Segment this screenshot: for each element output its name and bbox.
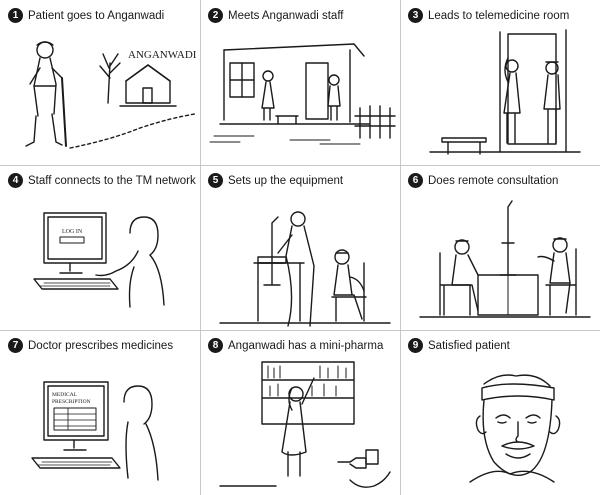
step-3-caption: 3 Leads to telemedicine room: [408, 8, 569, 23]
computer-login-illustration: LOG IN: [33, 212, 165, 308]
step-4-caption: 4 Staff connects to the TM network: [8, 173, 196, 188]
step-6-caption: 6 Does remote consultation: [408, 173, 558, 188]
step-7-caption: 7 Doctor prescribes medicines: [8, 338, 173, 353]
grid-divider: [400, 0, 401, 495]
step-4-number: 4: [8, 173, 23, 188]
grid-divider: [0, 330, 600, 331]
prescription-screen-subtitle: PRESCRIPTION: [52, 399, 91, 405]
smiling-patient-illustration: [469, 374, 561, 483]
doorway-illustration: [429, 29, 581, 155]
step-1-number: 1: [8, 8, 23, 23]
step-7-panel: 7 Doctor prescribes medicines MEDICAL PR…: [0, 330, 200, 495]
step-1-text: Patient goes to Anganwadi: [28, 9, 165, 22]
login-screen-text: LOG IN: [62, 229, 83, 235]
grid-divider: [0, 165, 600, 166]
pharmacy-shelf-illustration: [219, 361, 391, 488]
step-8-text: Anganwadi has a mini-pharma: [228, 339, 384, 352]
step-6-text: Does remote consultation: [428, 174, 559, 187]
step-8-number: 8: [208, 338, 223, 353]
grid-divider: [200, 0, 201, 495]
step-5-number: 5: [208, 173, 223, 188]
step-9-number: 9: [408, 338, 423, 353]
patient-walking-illustration: ANGANWADI: [25, 41, 197, 149]
step-3-number: 3: [408, 8, 423, 23]
step-6-number: 6: [408, 173, 423, 188]
step-5-text: Sets up the equipment: [228, 174, 344, 187]
step-2-text: Meets Anganwadi staff: [228, 9, 344, 22]
anganwadi-building-illustration: [209, 43, 396, 145]
step-1-panel: 1 Patient goes to Anganwadi ANGANWADI: [0, 0, 200, 165]
step-7-text: Doctor prescribes medicines: [28, 339, 174, 352]
step-9-panel: 9 Satisfied patient: [400, 330, 600, 495]
step-4-text: Staff connects to the TM network: [28, 174, 196, 187]
anganwadi-sign: ANGANWADI: [128, 49, 197, 61]
step-1-caption: 1 Patient goes to Anganwadi: [8, 8, 164, 23]
equipment-setup-illustration: [219, 211, 391, 327]
step-3-text: Leads to telemedicine room: [428, 9, 570, 22]
step-6-panel: 6 Does remote consultation: [400, 165, 600, 330]
step-2-number: 2: [208, 8, 223, 23]
step-9-text: Satisfied patient: [428, 339, 510, 352]
step-2-panel: 2 Meets Anganwadi staff: [200, 0, 400, 165]
step-5-panel: 5 Sets up the equipment: [200, 165, 400, 330]
step-9-caption: 9 Satisfied patient: [408, 338, 510, 353]
step-3-panel: 3 Leads to telemedicine room: [400, 0, 600, 165]
prescription-computer-illustration: MEDICAL PRESCRIPTION: [31, 381, 159, 481]
step-4-panel: 4 Staff connects to the TM network LOG I…: [0, 165, 200, 330]
step-8-caption: 8 Anganwadi has a mini-pharma: [208, 338, 383, 353]
step-2-caption: 2 Meets Anganwadi staff: [208, 8, 344, 23]
step-7-number: 7: [8, 338, 23, 353]
step-5-caption: 5 Sets up the equipment: [208, 173, 343, 188]
remote-consultation-illustration: [419, 200, 591, 318]
prescription-screen-title: MEDICAL: [52, 392, 78, 398]
step-8-panel: 8 Anganwadi has a mini-pharma: [200, 330, 400, 495]
